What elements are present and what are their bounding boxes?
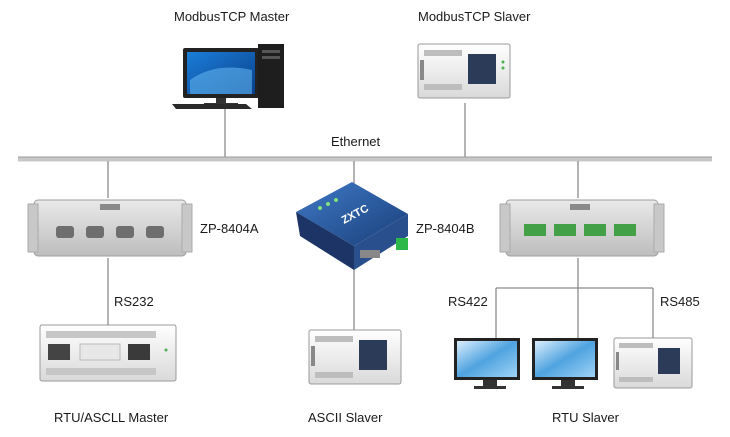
label-ethernet: Ethernet (331, 134, 381, 149)
label-rtu-slaver: RTU Slaver (552, 410, 619, 425)
label-rtu-ascll-master: RTU/ASCLL Master (54, 410, 169, 425)
plc-master-icon (39, 324, 177, 382)
plc-rtu-slaver-icon (613, 337, 693, 389)
plc-ascii-slaver-icon (308, 329, 402, 385)
label-rs232: RS232 (114, 294, 154, 309)
label-modbustcp-master: ModbusTCP Master (174, 9, 290, 24)
label-rs422: RS422 (448, 294, 488, 309)
monitor-1-icon (454, 338, 520, 389)
label-rs485: RS485 (660, 294, 700, 309)
label-ascii-slaver: ASCII Slaver (308, 410, 383, 425)
label-zp-8404b: ZP-8404B (416, 221, 475, 236)
label-modbustcp-slaver: ModbusTCP Slaver (418, 9, 531, 24)
monitor-2-icon (532, 338, 598, 389)
label-zp-8404a: ZP-8404A (200, 221, 259, 236)
plc-slaver-top-icon (417, 43, 511, 99)
zxtc-converter-icon: ZXTC (296, 182, 408, 270)
desktop-pc-icon (172, 44, 284, 109)
gateway-a-icon (27, 199, 193, 257)
gateway-b-icon (499, 199, 665, 257)
connection-lines (107, 103, 654, 338)
